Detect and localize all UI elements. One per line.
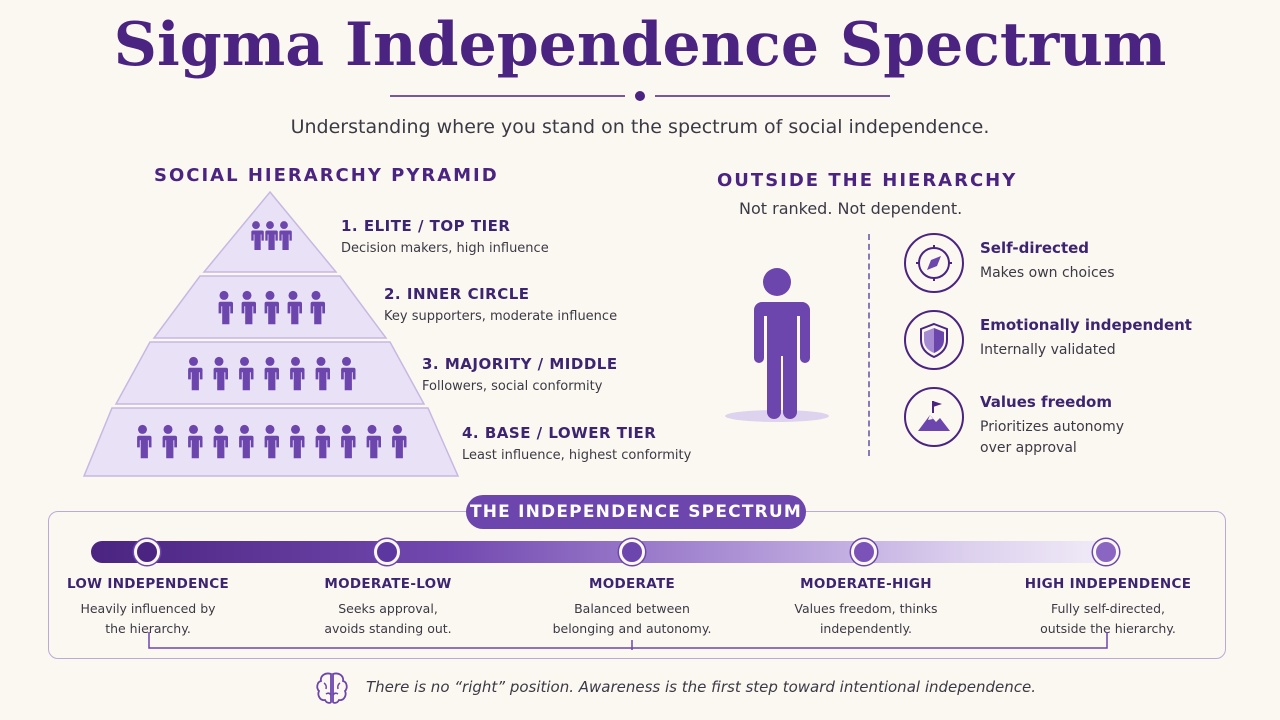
spectrum-heading: THE INDEPENDENCE SPECTRUM [466,495,806,529]
tier-3: 3. MAJORITY / MIDDLE Followers, social c… [422,355,722,394]
pyramid-person-icon [211,424,228,459]
tier-1: 1. ELITE / TOP TIER Decision makers, hig… [341,217,641,256]
tier-2-desc: Key supporters, moderate influence [384,309,618,324]
tier-4: 4. BASE / LOWER TIER Least influence, hi… [462,424,762,463]
pyramid-person-icon [285,290,302,325]
trait-values-freedom-title: Values freedom [980,393,1112,411]
outside-heading: OUTSIDE THE HIERARCHY [717,170,1018,191]
pyramid-person-icon [135,424,152,459]
tier-1-label: 1. ELITE / TOP TIER [341,217,511,235]
trait-values-freedom: Values freedom Prioritizes autonomy over… [904,387,1244,456]
spectrum-marker-moderate-high [851,539,877,565]
pyramid-person-icon [249,221,264,251]
stop-low-desc-line-2: the hierarchy. [105,621,191,636]
pyramid-person-icon [339,356,356,391]
mountain-flag-icon [904,387,964,447]
spectrum-stop-low: LOW INDEPENDENCE Heavily influenced by t… [48,576,248,639]
stop-moderate-high-label: MODERATE-HIGH [800,576,932,592]
spectrum-bracket [148,632,1108,650]
pyramid-person-icon [237,424,254,459]
stop-moderate-low-desc-line-2: avoids standing out. [324,621,452,636]
pyramid-person-icon [160,424,177,459]
compass-icon [904,233,964,293]
stop-moderate-low-desc: Seeks approval, avoids standing out. [288,599,488,639]
tier-4-desc: Least influence, highest conformity [462,448,692,463]
pyramid-person-icon [211,356,228,391]
stop-high-desc-line-1: Fully self-directed, [1051,601,1165,616]
spectrum-marker-moderate [619,539,645,565]
brain-icon [316,672,348,704]
tier-3-desc: Followers, social conformity [422,379,603,394]
page-title: Sigma Independence Spectrum [113,10,1167,80]
pyramid-person-icon [313,356,330,391]
stop-moderate-label: MODERATE [589,576,675,592]
person-icon [725,268,829,422]
stop-high-label: HIGH INDEPENDENCE [1024,576,1192,592]
pyramid-person-icon [339,424,356,459]
trait-values-freedom-desc-line-2: over approval [980,440,1077,456]
stop-moderate-high-desc-line-1: Values freedom, thinks [794,601,938,616]
pyramid-person-icon [277,221,292,251]
tier-2: 2. INNER CIRCLE Key supporters, moderate… [384,285,684,324]
trait-emotionally-independent-desc: Internally validated [980,342,1116,358]
stop-moderate-low-label: MODERATE-LOW [324,576,452,592]
page-subtitle: Understanding where you stand on the spe… [290,116,990,138]
stop-low-desc-line-1: Heavily influenced by [80,601,216,616]
stop-low-desc: Heavily influenced by the hierarchy. [48,599,248,639]
stop-high-desc-line-2: outside the hierarchy. [1040,621,1176,636]
trait-self-directed: Self-directed Makes own choices [904,233,1244,297]
pyramid-person-icon [364,424,381,459]
spectrum-stop-high: HIGH INDEPENDENCE Fully self-directed, o… [1008,576,1208,639]
stop-moderate-high-desc-line-2: independently. [819,621,913,636]
stop-moderate-low-desc-line-1: Seeks approval, [338,601,438,616]
spectrum-stop-moderate-low: MODERATE-LOW Seeks approval, avoids stan… [288,576,488,639]
outside-subheading: Not ranked. Not dependent. [739,199,963,218]
tier-3-label: 3. MAJORITY / MIDDLE [422,355,618,373]
stop-moderate-desc: Balanced between belonging and autonomy. [532,599,732,639]
stop-moderate-desc-line-2: belonging and autonomy. [552,621,712,636]
pyramid-person-icon [288,356,305,391]
trait-emotionally-independent-title: Emotionally independent [980,316,1192,334]
pyramid-person-icon [288,424,305,459]
pyramid-person-icon [239,290,256,325]
pyramid-person-icon [186,424,203,459]
pyramid-person-icon [308,290,325,325]
pyramid-heading: SOCIAL HIERARCHY PYRAMID [154,165,499,186]
spectrum-stop-moderate-high: MODERATE-HIGH Values freedom, thinks ind… [766,576,966,639]
shield-icon [904,310,964,370]
spectrum-marker-moderate-low [374,539,400,565]
pyramid-person-icon [313,424,330,459]
trait-values-freedom-desc: Prioritizes autonomy over approval [980,417,1200,459]
spectrum-stop-moderate: MODERATE Balanced between belonging and … [532,576,732,639]
spectrum-marker-high [1093,539,1119,565]
stop-moderate-desc-line-1: Balanced between [574,601,690,616]
trait-self-directed-title: Self-directed [980,239,1090,257]
title-divider [390,91,890,101]
tier-2-label: 2. INNER CIRCLE [384,285,530,303]
pyramid-person-icon [262,424,279,459]
tier-1-desc: Decision makers, high influence [341,241,549,256]
pyramid-person-icon [186,356,203,391]
spectrum-marker-low [134,539,160,565]
footer-note: There is no “right” position. Awareness … [366,678,1036,696]
pyramid-person-icon [237,356,254,391]
spectrum-gradient-bar [91,541,1121,563]
stop-high-desc: Fully self-directed, outside the hierarc… [1008,599,1208,639]
stop-low-label: LOW INDEPENDENCE [66,576,229,592]
pyramid-person-icon [216,290,233,325]
social-hierarchy-pyramid [82,190,460,477]
trait-emotionally-independent: Emotionally independent Internally valid… [904,310,1244,374]
pyramid-person-icon [262,356,279,391]
trait-values-freedom-desc-line-1: Prioritizes autonomy [980,419,1125,435]
tier-4-label: 4. BASE / LOWER TIER [462,424,657,442]
stop-moderate-high-desc: Values freedom, thinks independently. [766,599,966,639]
pyramid-person-icon [262,290,279,325]
pyramid-person-icon [263,221,278,251]
pyramid-person-icon [390,424,407,459]
trait-self-directed-desc: Makes own choices [980,265,1115,281]
dashed-divider [868,234,870,456]
